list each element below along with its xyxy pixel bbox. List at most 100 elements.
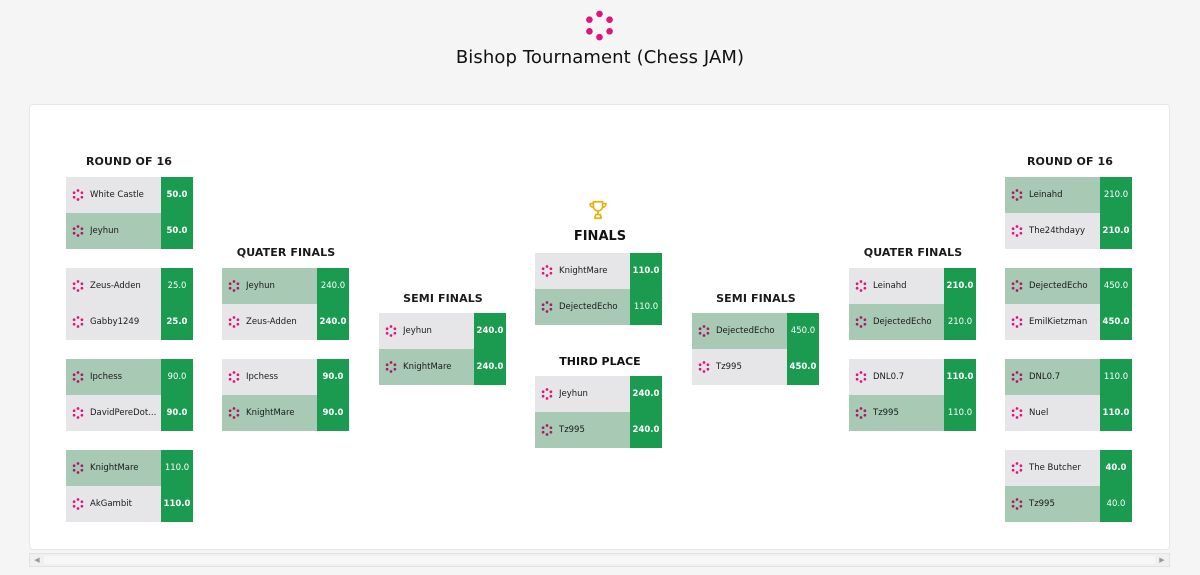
player-avatar-icon (72, 280, 84, 292)
horizontal-scrollbar[interactable]: ◀ ▶ (29, 553, 1170, 567)
player-score: 90.0 (317, 359, 349, 395)
trophy-icon (589, 200, 607, 220)
player-info: KnightMare (222, 395, 317, 431)
player-name: EmilKietzman (1029, 317, 1088, 327)
scroll-left-arrow-icon[interactable]: ◀ (34, 556, 40, 564)
player-avatar-icon (228, 407, 240, 419)
player-avatar-icon (228, 371, 240, 383)
player-score: 210.0 (944, 304, 976, 340)
player-avatar-icon (855, 280, 867, 292)
player-score: 110.0 (161, 450, 193, 486)
player-info: Jeyhun (379, 313, 474, 349)
player-info: KnightMare (379, 349, 474, 385)
bracket-board (29, 104, 1170, 550)
scroll-right-arrow-icon[interactable]: ▶ (1159, 556, 1165, 564)
player-avatar-icon (72, 189, 84, 201)
player-name: AkGambit (90, 499, 132, 509)
player-info: DavidPereDot... (66, 395, 161, 431)
player-name: The Butcher (1029, 463, 1081, 473)
round-label-r16-right: ROUND OF 16 (1026, 155, 1114, 168)
page-title: Bishop Tournament (Chess JAM) (455, 47, 745, 68)
player-name: Leinahd (873, 281, 907, 291)
player-info: Leinahd (1005, 177, 1100, 213)
player-score: 25.0 (161, 304, 193, 340)
player-name: Ipchess (90, 372, 123, 382)
player-slot[interactable]: DejectedEcho 210.0 (849, 304, 976, 340)
player-score: 450.0 (787, 313, 819, 349)
player-avatar-icon (1011, 189, 1023, 201)
player-score: 240.0 (630, 376, 662, 412)
player-score: 90.0 (161, 395, 193, 431)
player-avatar-icon (1011, 371, 1023, 383)
player-name: Jeyhun (246, 281, 275, 291)
player-info: Jeyhun (222, 268, 317, 304)
player-avatar-icon (855, 407, 867, 419)
player-score: 110.0 (1100, 395, 1132, 431)
player-avatar-icon (72, 225, 84, 237)
scroll-thumb[interactable] (44, 556, 1155, 564)
third-place-label: THIRD PLACE (559, 355, 641, 368)
player-info: The Butcher (1005, 450, 1100, 486)
player-avatar-icon (1011, 280, 1023, 292)
player-info: Zeus-Adden (222, 304, 317, 340)
player-slot[interactable]: DavidPereDot...90.0 (66, 395, 193, 431)
player-name: Tz995 (559, 425, 585, 435)
player-info: DejectedEcho (535, 289, 630, 325)
player-name: DejectedEcho (873, 317, 932, 327)
player-name: Jeyhun (90, 226, 119, 236)
player-info: Nuel (1005, 395, 1100, 431)
player-avatar-icon (1011, 316, 1023, 328)
player-name: Zeus-Adden (246, 317, 297, 327)
player-name: DejectedEcho (559, 302, 618, 312)
player-score: 240.0 (474, 313, 506, 349)
player-info: DejectedEcho (692, 313, 787, 349)
player-name: KnightMare (559, 266, 608, 276)
